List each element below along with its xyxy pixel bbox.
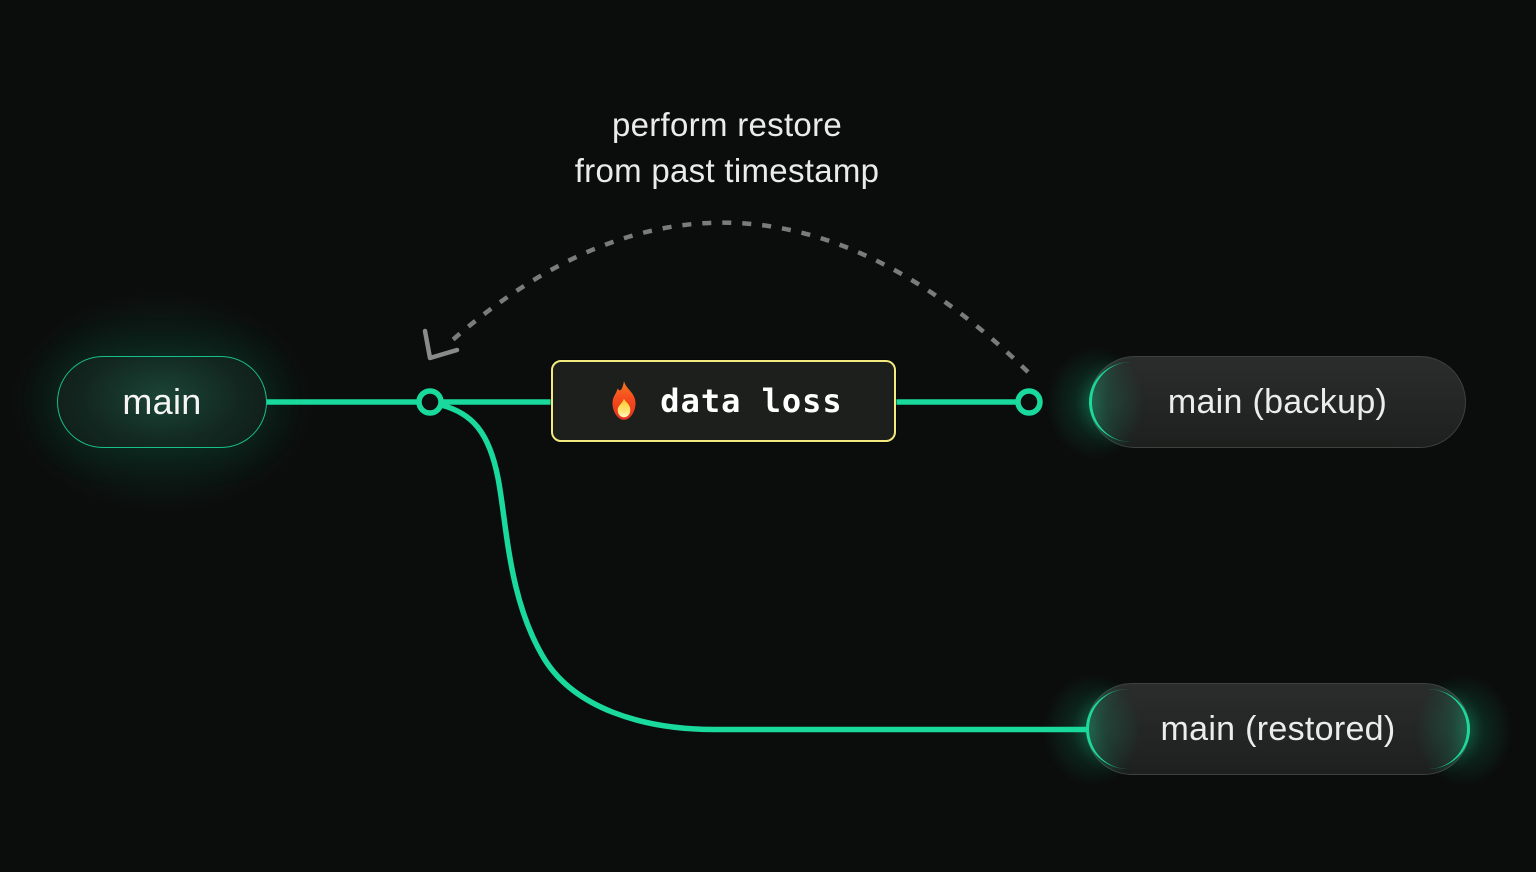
branch-point-right bbox=[1015, 388, 1043, 416]
restore-arc-dashed-line bbox=[446, 220, 1030, 374]
branch-point-left bbox=[416, 388, 444, 416]
restore-arc-arrowhead bbox=[422, 328, 460, 361]
restored-right-connector-accent bbox=[1386, 689, 1470, 769]
restored-left-connector-accent bbox=[1086, 689, 1170, 769]
node-main-restored-label: main (restored) bbox=[1160, 709, 1396, 748]
restore-annotation-line1: perform restore bbox=[611, 106, 843, 143]
fire-icon bbox=[612, 381, 636, 420]
data-loss-label: data loss bbox=[660, 382, 843, 420]
restore-annotation-line2: from past timestamp bbox=[574, 152, 880, 189]
node-main: main bbox=[0, 257, 361, 547]
node-main-backup-label: main (backup) bbox=[1167, 382, 1388, 421]
backup-left-connector-accent bbox=[1089, 362, 1173, 442]
node-main-backup: main (backup) bbox=[1030, 328, 1466, 478]
node-main-restored: main (restored) bbox=[1027, 655, 1529, 805]
data-loss-box: data loss bbox=[551, 360, 896, 442]
restore-annotation: perform restore from past timestamp bbox=[377, 102, 1077, 194]
wire-restored-branch bbox=[438, 402, 1091, 733]
node-main-label: main bbox=[122, 381, 202, 422]
